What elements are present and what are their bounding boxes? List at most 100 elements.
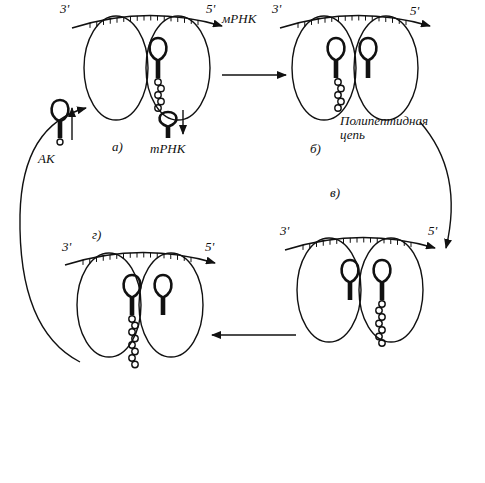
codon-tick xyxy=(318,19,319,24)
codon-tick xyxy=(143,252,144,257)
cycle-arrows xyxy=(20,75,451,362)
chain-label: Полипептидная цепь xyxy=(340,114,436,143)
end-label: 5' xyxy=(410,4,419,18)
amino-acid-bead xyxy=(129,342,135,348)
codon-tick xyxy=(399,19,400,24)
codon-tick xyxy=(325,18,326,23)
codon-tick xyxy=(191,19,192,24)
codon-tick xyxy=(130,16,131,21)
trna-symbol xyxy=(160,112,177,138)
codon-tick xyxy=(304,21,305,26)
ribosome-subunit xyxy=(139,253,203,357)
amino-acid-bead xyxy=(376,333,382,339)
codon-tick xyxy=(177,255,178,260)
codon-tick xyxy=(123,253,124,258)
end-label: 5' xyxy=(205,240,214,254)
ribosome-subunit xyxy=(354,16,418,120)
trna-label: тРНК xyxy=(150,142,185,156)
amino-acid-bead xyxy=(335,79,341,85)
amino-acid-bead xyxy=(158,85,164,91)
amino-acid-bead xyxy=(379,301,385,307)
codon-tick xyxy=(164,253,165,258)
codon-tick xyxy=(411,242,412,247)
codon-tick xyxy=(157,253,158,258)
mrna-strand xyxy=(285,237,435,250)
amino-acid-bead xyxy=(335,92,341,98)
codon-tick xyxy=(385,17,386,22)
amino-acid-bead xyxy=(129,316,135,322)
amino-acid-bead xyxy=(338,98,344,104)
end-label: 3' xyxy=(60,2,69,16)
end-label: 3' xyxy=(280,224,289,238)
codon-tick xyxy=(323,241,324,246)
mrna-strand xyxy=(280,15,430,28)
amino-acid-bead xyxy=(129,355,135,361)
ribosome-subunit xyxy=(77,253,141,357)
codon-tick xyxy=(377,238,378,243)
codon-tick xyxy=(303,245,304,250)
codon-tick xyxy=(130,253,131,258)
trna-symbol xyxy=(155,275,172,315)
codon-tick xyxy=(352,16,353,21)
codon-tick xyxy=(309,243,310,248)
codon-tick xyxy=(370,238,371,243)
codon-tick xyxy=(110,255,111,260)
codon-tick xyxy=(311,20,312,25)
trna-symbol xyxy=(124,275,141,315)
codon-tick xyxy=(137,16,138,21)
trna-symbol xyxy=(150,38,167,78)
codon-tick xyxy=(365,16,366,21)
codon-tick xyxy=(96,21,97,26)
amino-acid-bead xyxy=(155,92,161,98)
ribosome-subunit xyxy=(297,238,361,342)
trna-symbol xyxy=(360,38,377,78)
codon-tick xyxy=(357,238,358,243)
end-label: 5' xyxy=(206,2,215,16)
amino-acid-bead xyxy=(379,340,385,346)
codon-tick xyxy=(110,19,111,24)
codon-tick xyxy=(90,23,91,28)
codon-tick xyxy=(117,18,118,23)
amino-acid-label: АК xyxy=(38,152,55,166)
codon-tick xyxy=(184,256,185,261)
codon-tick xyxy=(103,20,104,25)
codon-tick xyxy=(116,254,117,259)
codon-tick xyxy=(103,256,104,261)
amino-acid-bead xyxy=(379,314,385,320)
end-label: 5' xyxy=(428,224,437,238)
trna-symbol xyxy=(328,38,345,78)
amino-acid-bead xyxy=(335,105,341,111)
panel-letter: в) xyxy=(330,186,340,200)
codon-tick xyxy=(384,238,385,243)
codon-tick xyxy=(123,17,124,22)
codon-tick xyxy=(363,237,364,242)
codon-tick xyxy=(191,257,192,262)
amino-acid-bead xyxy=(132,348,138,354)
codon-tick xyxy=(406,20,407,25)
amino-acid-bead xyxy=(57,139,63,145)
codon-tick xyxy=(184,18,185,23)
codon-tick xyxy=(372,16,373,21)
codon-tick xyxy=(379,16,380,21)
codon-tick xyxy=(171,16,172,21)
codon-tick xyxy=(150,15,151,20)
codon-tick xyxy=(298,23,299,28)
codon-tick xyxy=(345,16,346,21)
amino-acid-bead xyxy=(129,329,135,335)
codon-tick xyxy=(331,17,332,22)
codon-tick xyxy=(330,240,331,245)
codon-tick xyxy=(83,260,84,265)
amino-acid-bead xyxy=(155,79,161,85)
codon-tick xyxy=(198,20,199,25)
codon-tick xyxy=(392,18,393,23)
end-label: 3' xyxy=(272,2,281,16)
codon-tick xyxy=(89,258,90,263)
amino-acid-bead xyxy=(132,361,138,367)
mrna-strand xyxy=(65,252,215,265)
codon-tick xyxy=(390,239,391,244)
arrow xyxy=(182,110,183,134)
mrna-strand xyxy=(72,15,222,28)
panel-letter: а) xyxy=(112,140,123,154)
codon-tick xyxy=(157,16,158,21)
ribosome-subunit xyxy=(146,16,210,120)
